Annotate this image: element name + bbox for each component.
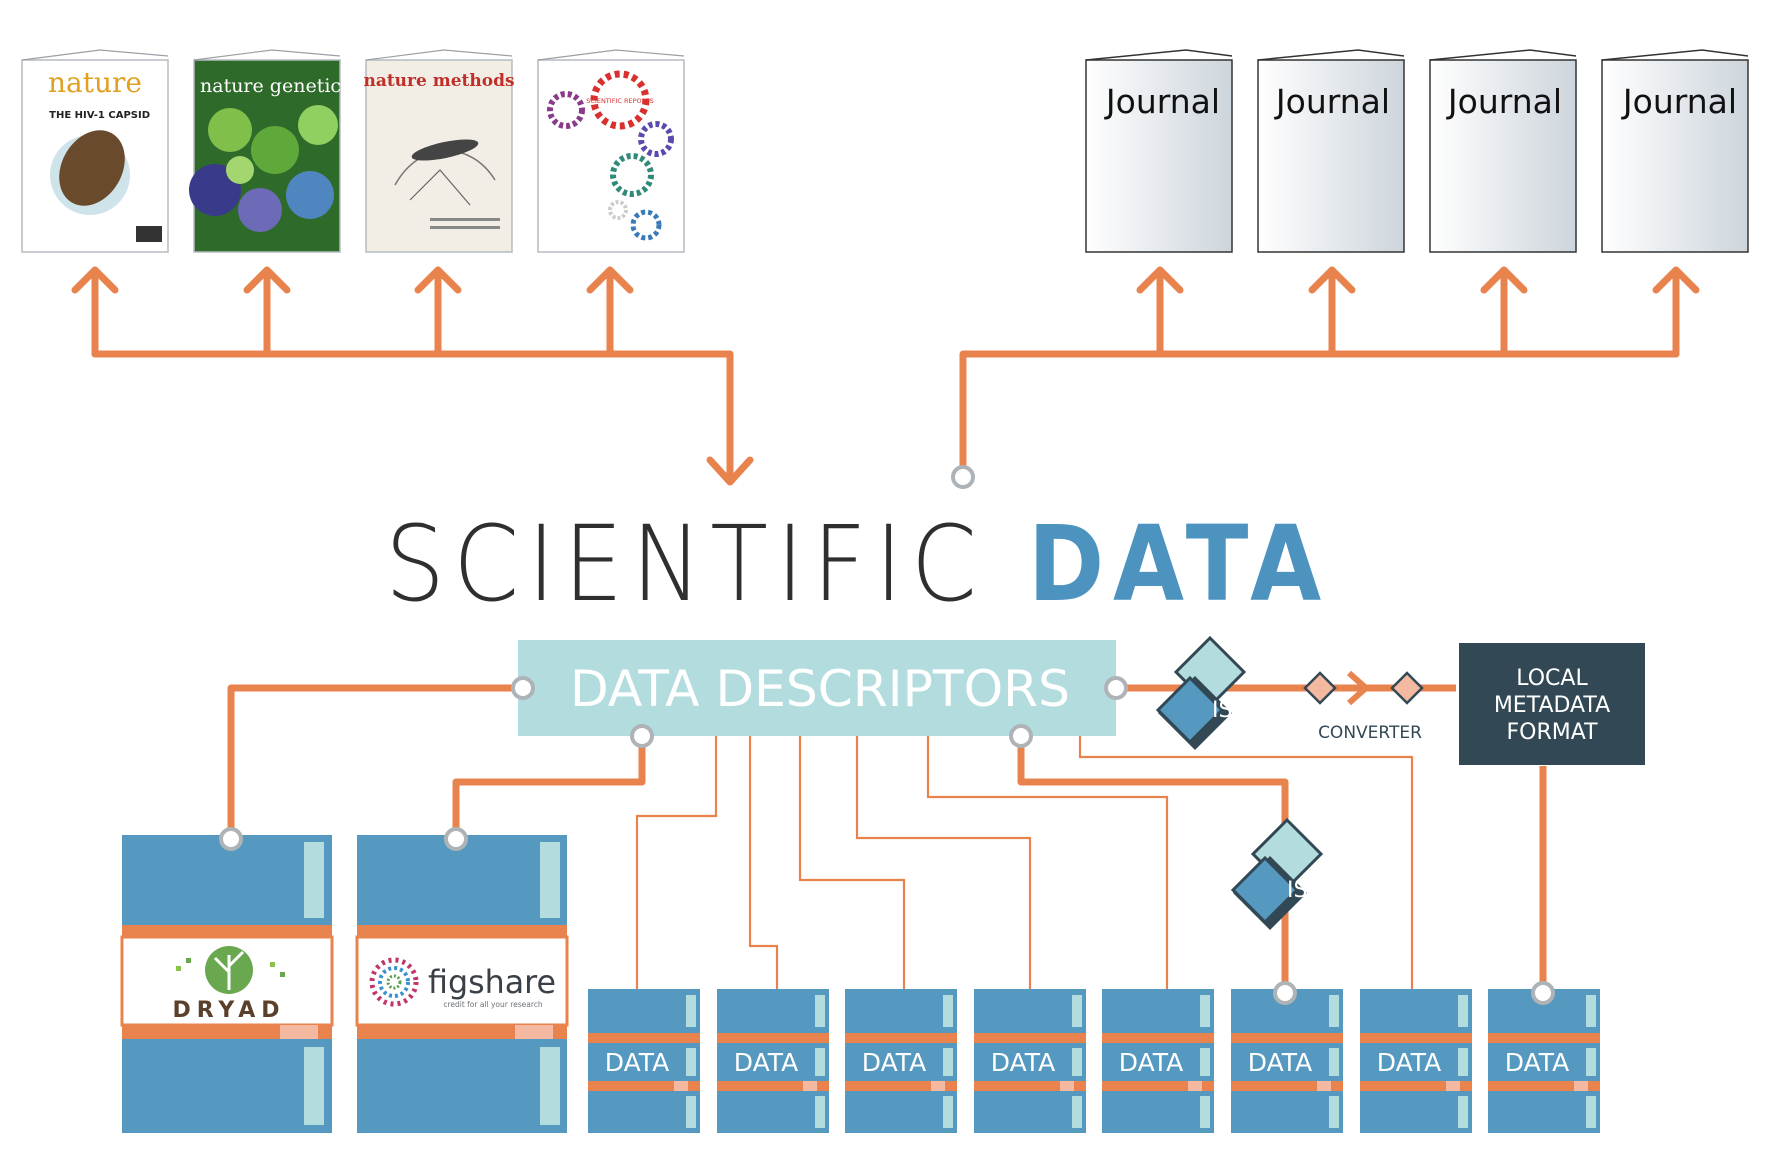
data-stack[interactable]: DATA <box>845 989 957 1133</box>
isa-label: ISA <box>1212 698 1248 723</box>
data-stack[interactable]: DATA <box>1102 989 1214 1133</box>
title-scientific: SCIENTIFIC <box>385 503 985 625</box>
dryad-label: DRYAD <box>172 998 285 1023</box>
local-metadata-line1: LOCAL <box>1516 666 1588 691</box>
journal-cover[interactable]: Journal <box>1430 50 1576 252</box>
journal-label: Journal <box>1621 82 1737 121</box>
nature-methods-masthead: nature methods <box>363 71 514 91</box>
figshare-label: figshare <box>428 963 556 1001</box>
data-stack[interactable]: DATA <box>717 989 829 1133</box>
data-stack[interactable]: DATA <box>588 989 700 1133</box>
nature-genetics-cover[interactable]: nature genetics <box>189 50 351 252</box>
title-data: DATA <box>1028 503 1330 625</box>
data-stack[interactable]: DATA <box>1488 989 1600 1133</box>
data-label: DATA <box>991 1048 1055 1077</box>
local-metadata-format-box[interactable]: LOCAL METADATA FORMAT <box>1459 643 1645 765</box>
isa-label-lower: ISA <box>1287 878 1323 903</box>
data-label: DATA <box>1505 1048 1569 1077</box>
data-stack[interactable]: DATA <box>1360 989 1472 1133</box>
nature-cover-headline: THE HIV-1 CAPSID <box>49 110 150 121</box>
data-label: DATA <box>1119 1048 1183 1077</box>
data-label: DATA <box>862 1048 926 1077</box>
data-stacks: DATA DATA DATA DATA DATA DATA DATA DATA <box>588 989 1600 1133</box>
isa-node[interactable]: ISA <box>1158 638 1248 750</box>
nature-journal-covers: nature THE HIV-1 CAPSID nature genetics … <box>22 50 684 252</box>
connector-node <box>1011 726 1031 746</box>
converter-label: CONVERTER <box>1318 723 1422 743</box>
data-descriptors-box[interactable]: DATA DESCRIPTORS <box>518 640 1116 736</box>
data-descriptors-label: DATA DESCRIPTORS <box>570 660 1070 718</box>
data-label: DATA <box>1377 1048 1441 1077</box>
connector-node <box>513 678 533 698</box>
connector-node <box>221 829 241 849</box>
journal-cover[interactable]: Journal <box>1086 50 1232 252</box>
data-stack[interactable]: DATA <box>1231 989 1343 1133</box>
connector-node <box>1533 983 1553 1003</box>
data-label: DATA <box>605 1048 669 1077</box>
top-connectors <box>75 270 1696 482</box>
scientific-reports-masthead: SCIENTIFIC REPORTS <box>586 97 654 105</box>
figshare-tagline: credit for all your research <box>443 1000 543 1009</box>
nature-genetics-masthead: nature genetics <box>200 75 351 97</box>
journal-label: Journal <box>1274 82 1390 121</box>
connector-node <box>446 829 466 849</box>
scientific-reports-cover[interactable]: SCIENTIFIC REPORTS <box>538 50 684 252</box>
journal-label: Journal <box>1104 82 1220 121</box>
connector-node <box>1106 678 1126 698</box>
data-label: DATA <box>734 1048 798 1077</box>
repository-dryad[interactable]: DRYAD <box>122 835 332 1133</box>
converter[interactable]: CONVERTER <box>1305 673 1422 743</box>
nature-methods-cover[interactable]: nature methods <box>363 50 514 252</box>
nature-masthead: nature <box>48 66 142 99</box>
journal-label: Journal <box>1446 82 1562 121</box>
repository-figshare[interactable]: figshare credit for all your research <box>357 835 567 1133</box>
connector-node <box>1275 983 1295 1003</box>
connector-node <box>632 726 652 746</box>
data-stack[interactable]: DATA <box>974 989 1086 1133</box>
data-label: DATA <box>1248 1048 1312 1077</box>
nature-journal-cover[interactable]: nature THE HIV-1 CAPSID <box>22 50 168 252</box>
local-metadata-line2: METADATA <box>1494 693 1610 718</box>
connector-node <box>953 467 973 487</box>
isa-node-lower[interactable]: ISA <box>1233 820 1323 930</box>
journal-cover[interactable]: Journal <box>1258 50 1404 252</box>
journal-cover[interactable]: Journal <box>1602 50 1748 252</box>
generic-journals: Journal Journal Journal Journal <box>1086 50 1748 252</box>
page-title: SCIENTIFIC DATA <box>385 503 1330 625</box>
local-metadata-line3: FORMAT <box>1506 720 1598 745</box>
